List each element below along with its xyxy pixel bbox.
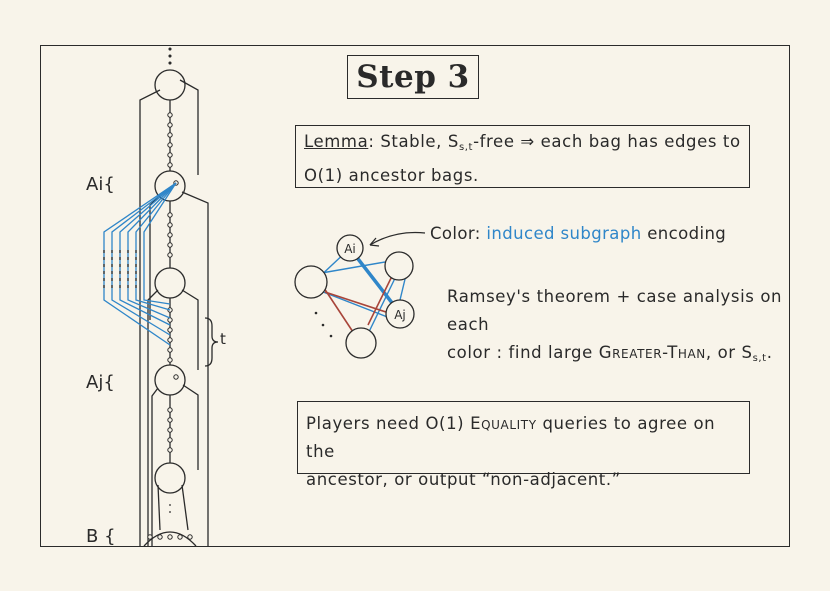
label-t: t xyxy=(220,330,226,348)
diagram-frame xyxy=(40,45,790,547)
arrow-to-ai xyxy=(369,231,426,246)
label-b: B { xyxy=(86,526,116,547)
node-bottom xyxy=(345,327,377,359)
players-text-a: Players need O(1) xyxy=(306,414,471,433)
step-title-text: Step 3 xyxy=(356,59,470,95)
color-highlight: induced subgraph xyxy=(486,224,642,243)
node-left xyxy=(294,265,328,299)
t-brace xyxy=(204,317,219,367)
color-prefix: Color: xyxy=(430,224,487,243)
node-ai-label: Ai xyxy=(344,242,356,256)
ramsey-sub: s,t xyxy=(752,353,767,364)
bag-b xyxy=(143,531,197,547)
lemma-line-1: Lemma: Stable, Ss,t-free ⇒ each bag has … xyxy=(304,128,741,162)
lemma-sub: s,t xyxy=(458,142,474,153)
greater-than: Greater-Than, xyxy=(598,343,712,362)
lemma-text-a: : Stable, S xyxy=(368,132,459,151)
lemma-label: Lemma xyxy=(304,132,369,151)
label-aj: Aj{ xyxy=(86,372,115,393)
step-title: Step 3 xyxy=(347,55,479,99)
color-label: Color: induced subgraph encoding xyxy=(430,224,726,243)
top-ellipsis xyxy=(168,47,172,65)
players-line-2: ancestor, or output “non-adjacent.” xyxy=(306,470,621,489)
label-ai: Ai{ xyxy=(86,174,115,195)
ramsey-text-c: . xyxy=(766,343,773,362)
lemma-box: Lemma: Stable, Ss,t-free ⇒ each bag has … xyxy=(295,125,750,188)
node-ai xyxy=(336,234,364,262)
ramsey-line-1: Ramsey's theorem + case analysis on each xyxy=(447,287,783,334)
lemma-line-2: O(1) ancestor bags. xyxy=(304,166,479,185)
node-aj xyxy=(385,299,415,329)
players-text-b: queries to agree on the xyxy=(306,414,716,461)
ramsey-text: Ramsey's theorem + case analysis on each… xyxy=(447,283,787,373)
node-aj-label: Aj xyxy=(394,308,406,322)
color-suffix: encoding xyxy=(641,224,727,243)
ramsey-text-a: color : find large xyxy=(447,343,599,362)
equality: Equality xyxy=(470,414,537,433)
ramsey-text-b: or S xyxy=(711,343,753,362)
lemma-text-b: -free ⇒ each bag has edges to xyxy=(473,132,741,151)
ramsey-line-2: color : find large Greater-Than, or Ss,t… xyxy=(447,339,787,373)
node-right xyxy=(384,251,414,281)
players-line-1: Players need O(1) Equality queries to ag… xyxy=(306,410,741,466)
red-edges xyxy=(321,269,396,336)
players-box: Players need O(1) Equality queries to ag… xyxy=(297,401,750,489)
